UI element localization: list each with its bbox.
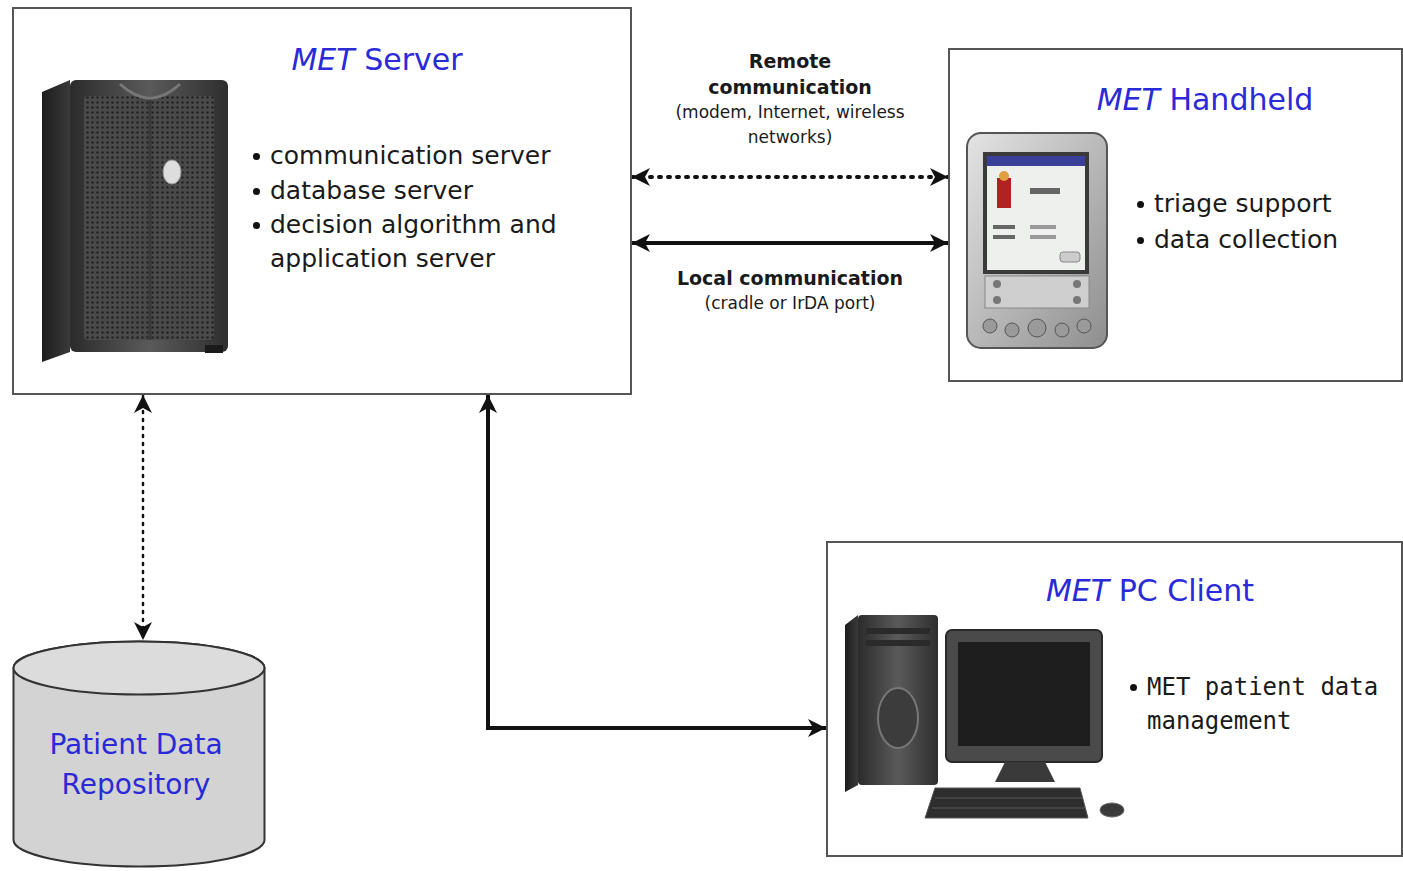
bullet-dot	[1137, 201, 1144, 208]
pc-client-box: MET PC ClientMET patient data management	[826, 541, 1403, 857]
bullet-dot	[253, 188, 260, 195]
cylinder-top	[14, 642, 265, 695]
bullet-item: MET patient data management	[1147, 670, 1399, 738]
connector-label: Remote communication	[690, 48, 890, 100]
connector-label: Local communication	[660, 265, 920, 291]
bullet-item: data collection	[1154, 223, 1394, 257]
handheld-illustration	[967, 133, 1107, 348]
node-label: Patient Data Repository	[16, 725, 256, 805]
cylinder-body	[14, 642, 265, 867]
box-title: MET Server	[291, 43, 462, 77]
server-illustration	[42, 80, 228, 362]
bullet-dot	[253, 222, 260, 229]
repository-cylinder: Patient Data Repository	[12, 640, 266, 868]
bullet-dot	[1137, 237, 1144, 244]
box-title: MET Handheld	[1097, 83, 1314, 117]
dotted-connector	[142, 395, 145, 640]
connector-note: (modem, Internet, wireless networks)	[640, 100, 940, 150]
bullet-item: triage support	[1154, 187, 1394, 221]
solid-connector	[632, 241, 948, 245]
bullet-item: decision algorithm and application serve…	[270, 208, 620, 276]
connector-note: (cradle or IrDA port)	[660, 291, 920, 316]
bullet-dot	[1130, 684, 1137, 691]
pc-illustration	[845, 615, 1124, 818]
box-title: MET PC Client	[1046, 574, 1254, 608]
bullet-item: communication server	[270, 139, 620, 173]
server-box: MET Server communication serverdatabase s…	[12, 7, 632, 395]
solid-connector	[488, 395, 826, 728]
handheld-box: MET Handheld triage supportdata collectio…	[948, 48, 1403, 382]
bullet-item: database server	[270, 174, 620, 208]
dotted-connector	[632, 175, 948, 179]
bullet-dot	[253, 153, 260, 160]
